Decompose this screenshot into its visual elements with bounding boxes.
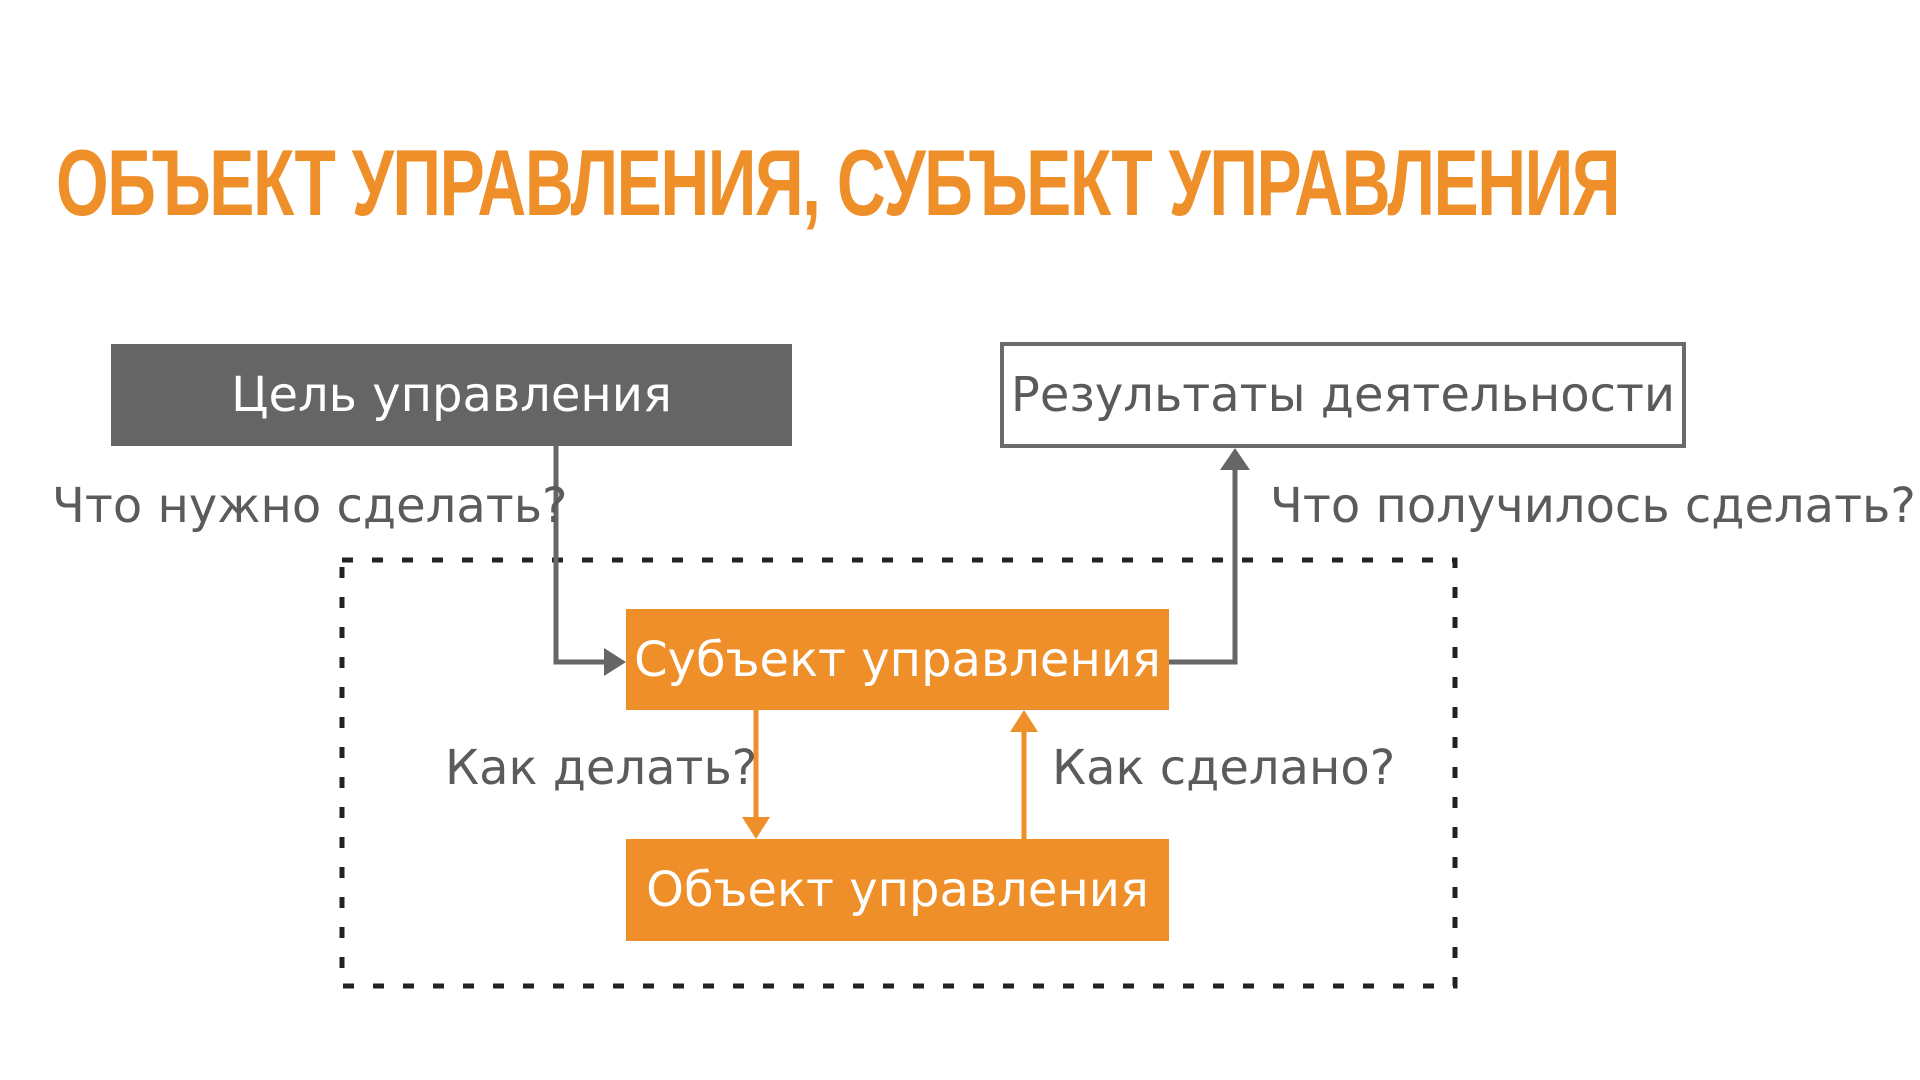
label-what-done: Что получилось сделать? — [1270, 478, 1916, 534]
label-how-done: Как сделано? — [1052, 740, 1396, 796]
subject-to-results-connector — [1169, 468, 1238, 665]
slide-title: Объект управления, субъект управления — [56, 130, 1621, 235]
system-boundary-frame — [339, 557, 1458, 989]
subject-to-results-arrowhead — [1220, 448, 1250, 470]
subject-box: Субъект управления — [626, 609, 1169, 710]
label-how-to-do: Как делать? — [445, 740, 758, 796]
object-box: Объект управления — [626, 839, 1169, 941]
object-to-subject-arrowhead — [1010, 710, 1038, 732]
goal-to-subject-arrowhead — [604, 648, 626, 676]
goal-box: Цель управления — [111, 344, 792, 446]
results-box: Результаты деятельности — [1000, 342, 1686, 448]
goal-to-subject-connector — [553, 446, 608, 665]
subject-to-object-arrowhead — [742, 817, 770, 839]
label-what-to-do: Что нужно сделать? — [52, 478, 568, 534]
